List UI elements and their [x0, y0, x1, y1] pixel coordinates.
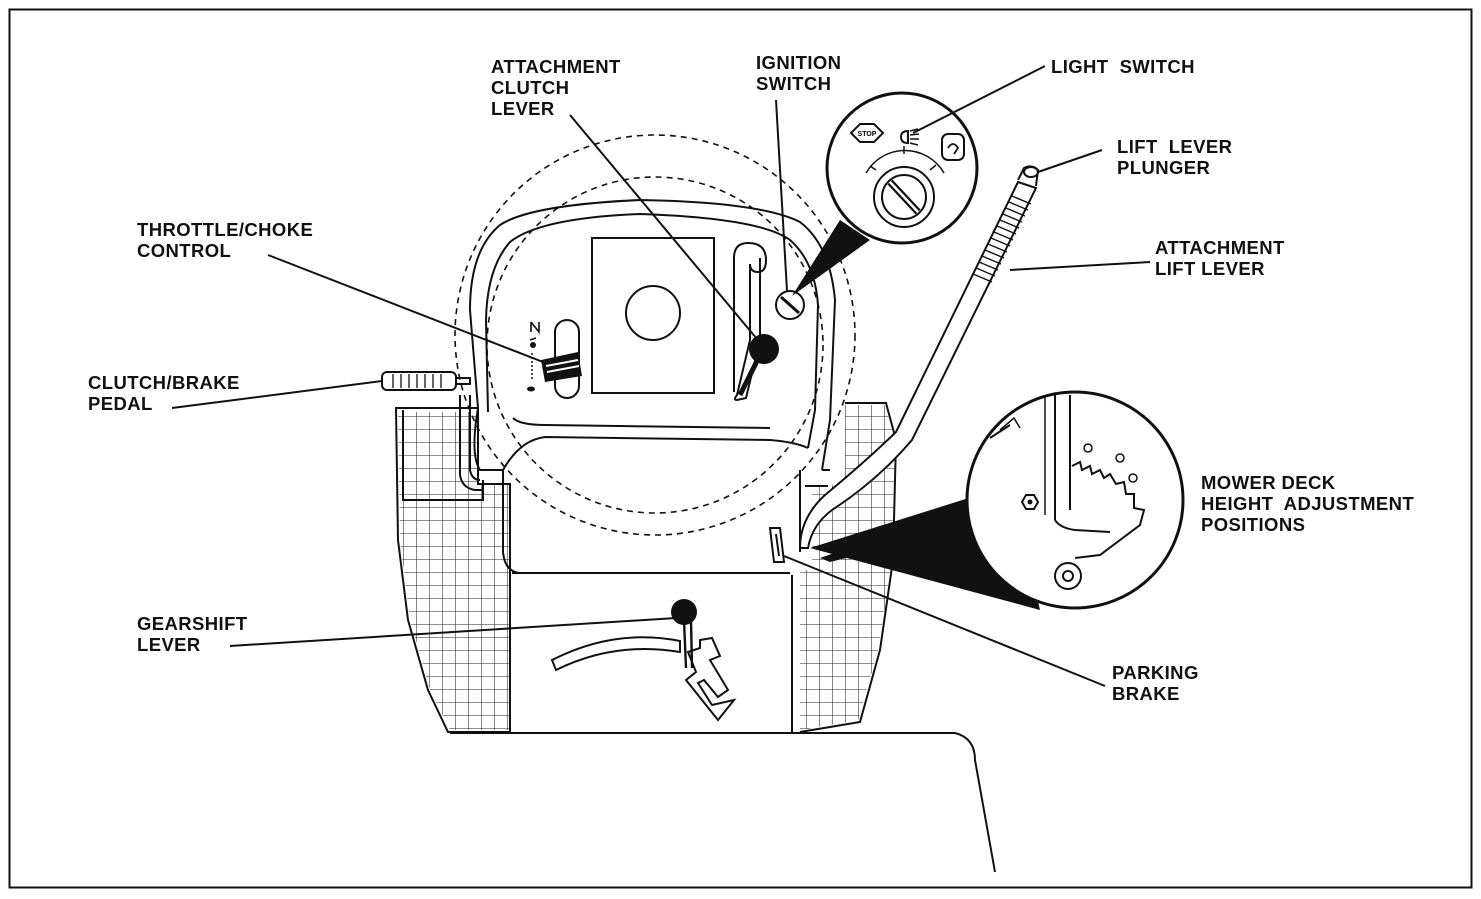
label-line: IGNITION — [756, 52, 842, 73]
steering-swing-circles — [454, 134, 856, 536]
label-line: PEDAL — [88, 393, 153, 414]
label-line: SWITCH — [756, 73, 832, 94]
deck-height-detail-bubble — [810, 390, 1185, 610]
label-line: HEIGHT ADJUSTMENT — [1201, 493, 1415, 514]
label-line: CLUTCH — [491, 77, 570, 98]
leader-lines — [171, 65, 1151, 687]
label-attachment-lift-lever: ATTACHMENT LIFT LEVER — [1155, 237, 1285, 279]
label-line: CONTROL — [137, 240, 232, 261]
label-line: POSITIONS — [1201, 514, 1306, 535]
gauge-panel — [591, 237, 715, 394]
label-line: LIGHT SWITCH — [1051, 56, 1195, 77]
label-ignition-switch: IGNITION SWITCH — [756, 52, 841, 94]
parking-brake-drawing — [768, 527, 786, 563]
label-line: CLUTCH/BRAKE — [88, 372, 240, 393]
frame-border — [8, 8, 1473, 889]
label-lift-lever-plunger: LIFT LEVER PLUNGER — [1117, 136, 1232, 178]
seat-outline — [450, 732, 996, 873]
label-line: PLUNGER — [1117, 157, 1211, 178]
label-light-switch: LIGHT SWITCH — [1051, 56, 1195, 77]
label-line: ATTACHMENT — [1155, 237, 1285, 258]
gearshift-drawing — [550, 599, 737, 722]
throttle-choke-control — [527, 319, 582, 399]
label-line: PARKING — [1112, 662, 1199, 683]
ignition-switch-small — [775, 290, 805, 320]
label-mower-deck-height-adjustment: MOWER DECK HEIGHT ADJUSTMENT POSITIONS — [1201, 472, 1414, 535]
label-clutch-brake-pedal: CLUTCH/BRAKE PEDAL — [88, 372, 240, 414]
attachment-clutch-lever — [733, 241, 779, 402]
left-running-board — [394, 407, 511, 733]
label-line: LEVER — [137, 634, 201, 655]
label-line: LIFT LEVER — [1117, 136, 1233, 157]
center-tunnel — [502, 470, 828, 732]
label-line: THROTTLE/CHOKE — [137, 219, 314, 240]
label-attachment-clutch-lever: ATTACHMENT CLUTCH LEVER — [491, 56, 621, 119]
label-line: LIFT LEVER — [1155, 258, 1265, 279]
label-line: GEARSHIFT — [137, 613, 248, 634]
ignition-stop-text: STOP — [858, 131, 877, 138]
label-line: MOWER DECK — [1201, 472, 1336, 493]
label-line: BRAKE — [1112, 683, 1180, 704]
label-line: ATTACHMENT — [491, 56, 621, 77]
lift-lever-grip-lines — [972, 195, 1032, 283]
label-throttle-choke-control: THROTTLE/CHOKE CONTROL — [137, 219, 313, 261]
label-parking-brake: PARKING BRAKE — [1112, 662, 1199, 704]
ignition-detail-bubble: STOP — [792, 91, 979, 296]
label-gearshift-lever: GEARSHIFT LEVER — [137, 613, 248, 655]
clutch-brake-pedal-drawing — [381, 371, 483, 491]
label-line: LEVER — [491, 98, 555, 119]
